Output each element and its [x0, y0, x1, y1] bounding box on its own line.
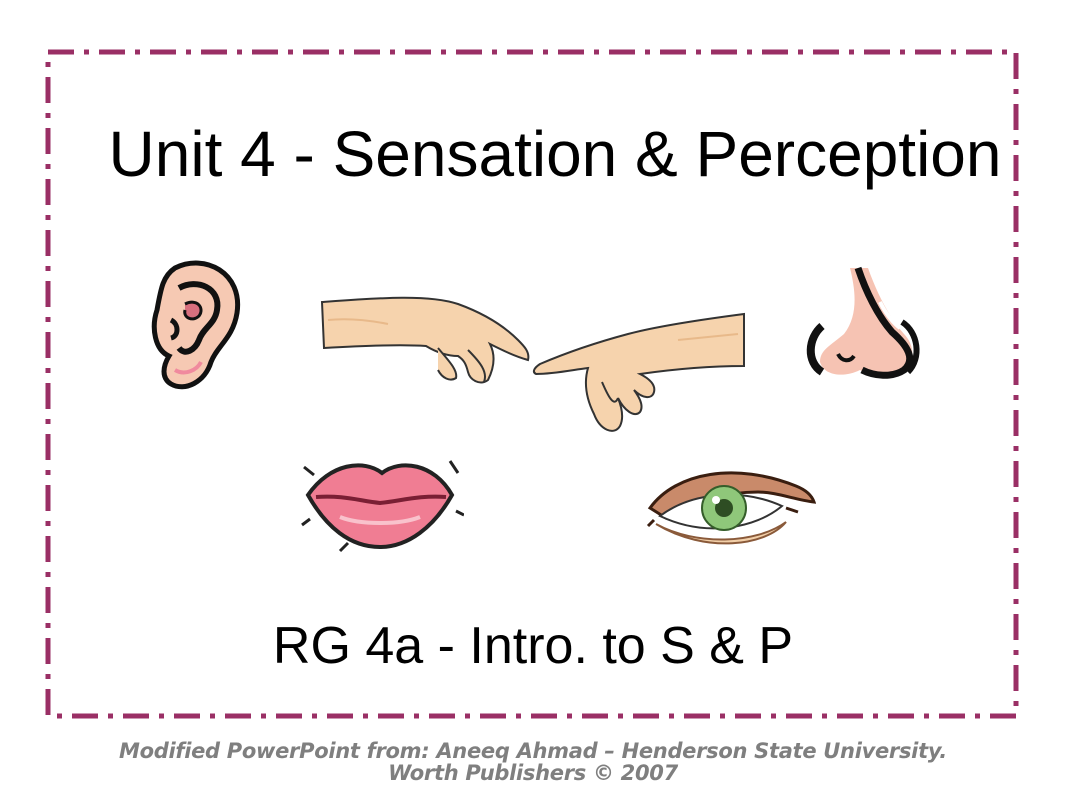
footer-credit: Modified PowerPoint from: Aneeq Ahmad – … [0, 740, 1066, 784]
footer-credit-line2: Worth Publishers © 2007 [388, 761, 678, 785]
ear-icon [151, 260, 241, 390]
hands-touch-icon [320, 296, 745, 432]
slide-title: Unit 4 - Sensation & Perception [108, 118, 1002, 190]
nose-icon [806, 266, 920, 379]
eye-icon [646, 471, 816, 545]
footer-credit-line1: Modified PowerPoint from: Aneeq Ahmad – … [119, 739, 947, 763]
slide-subtitle: RG 4a - Intro. to S & P [272, 617, 794, 675]
lips-icon [301, 460, 464, 553]
